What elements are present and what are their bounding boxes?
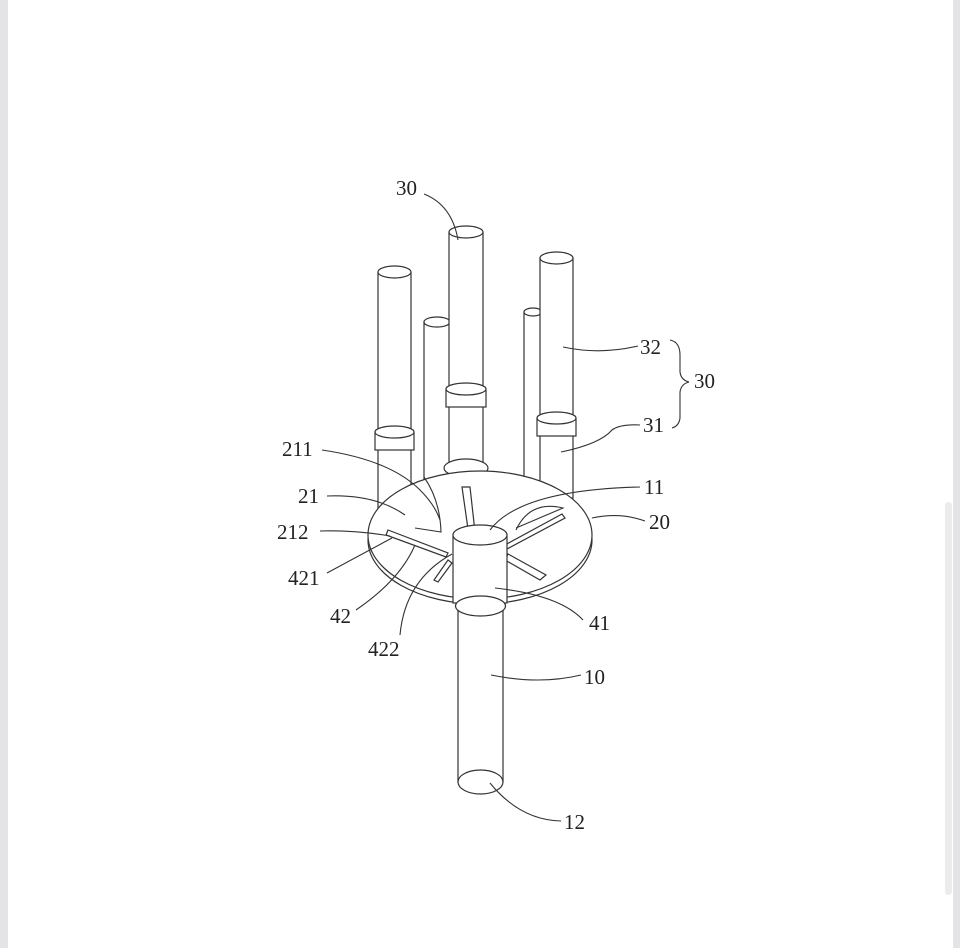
shaft [454, 595, 507, 795]
label-211: 211 [282, 437, 313, 461]
label-32: 32 [640, 335, 661, 359]
viewer-right-edge [953, 0, 960, 948]
label-21: 21 [298, 484, 319, 508]
back-tube-right [523, 307, 543, 483]
tube-left [374, 265, 415, 513]
label-10: 10 [584, 665, 605, 689]
label-422: 422 [368, 637, 400, 661]
linkages [385, 486, 566, 583]
label-42: 42 [330, 604, 351, 628]
tube-right [536, 251, 577, 499]
label-212: 212 [277, 520, 309, 544]
label-31: 31 [643, 413, 664, 437]
leader-lines [319, 193, 690, 822]
sleeve [452, 524, 508, 604]
viewer-left-edge [0, 0, 8, 948]
label-20: 20 [649, 510, 670, 534]
label-30-brace: 30 [694, 369, 715, 393]
scrollbar-thumb[interactable] [945, 502, 952, 895]
label-12: 12 [564, 810, 585, 834]
tube-center [443, 225, 489, 478]
label-11: 11 [644, 475, 664, 499]
label-41: 41 [589, 611, 610, 635]
label-30-top: 30 [396, 176, 417, 200]
label-421: 421 [288, 566, 320, 590]
